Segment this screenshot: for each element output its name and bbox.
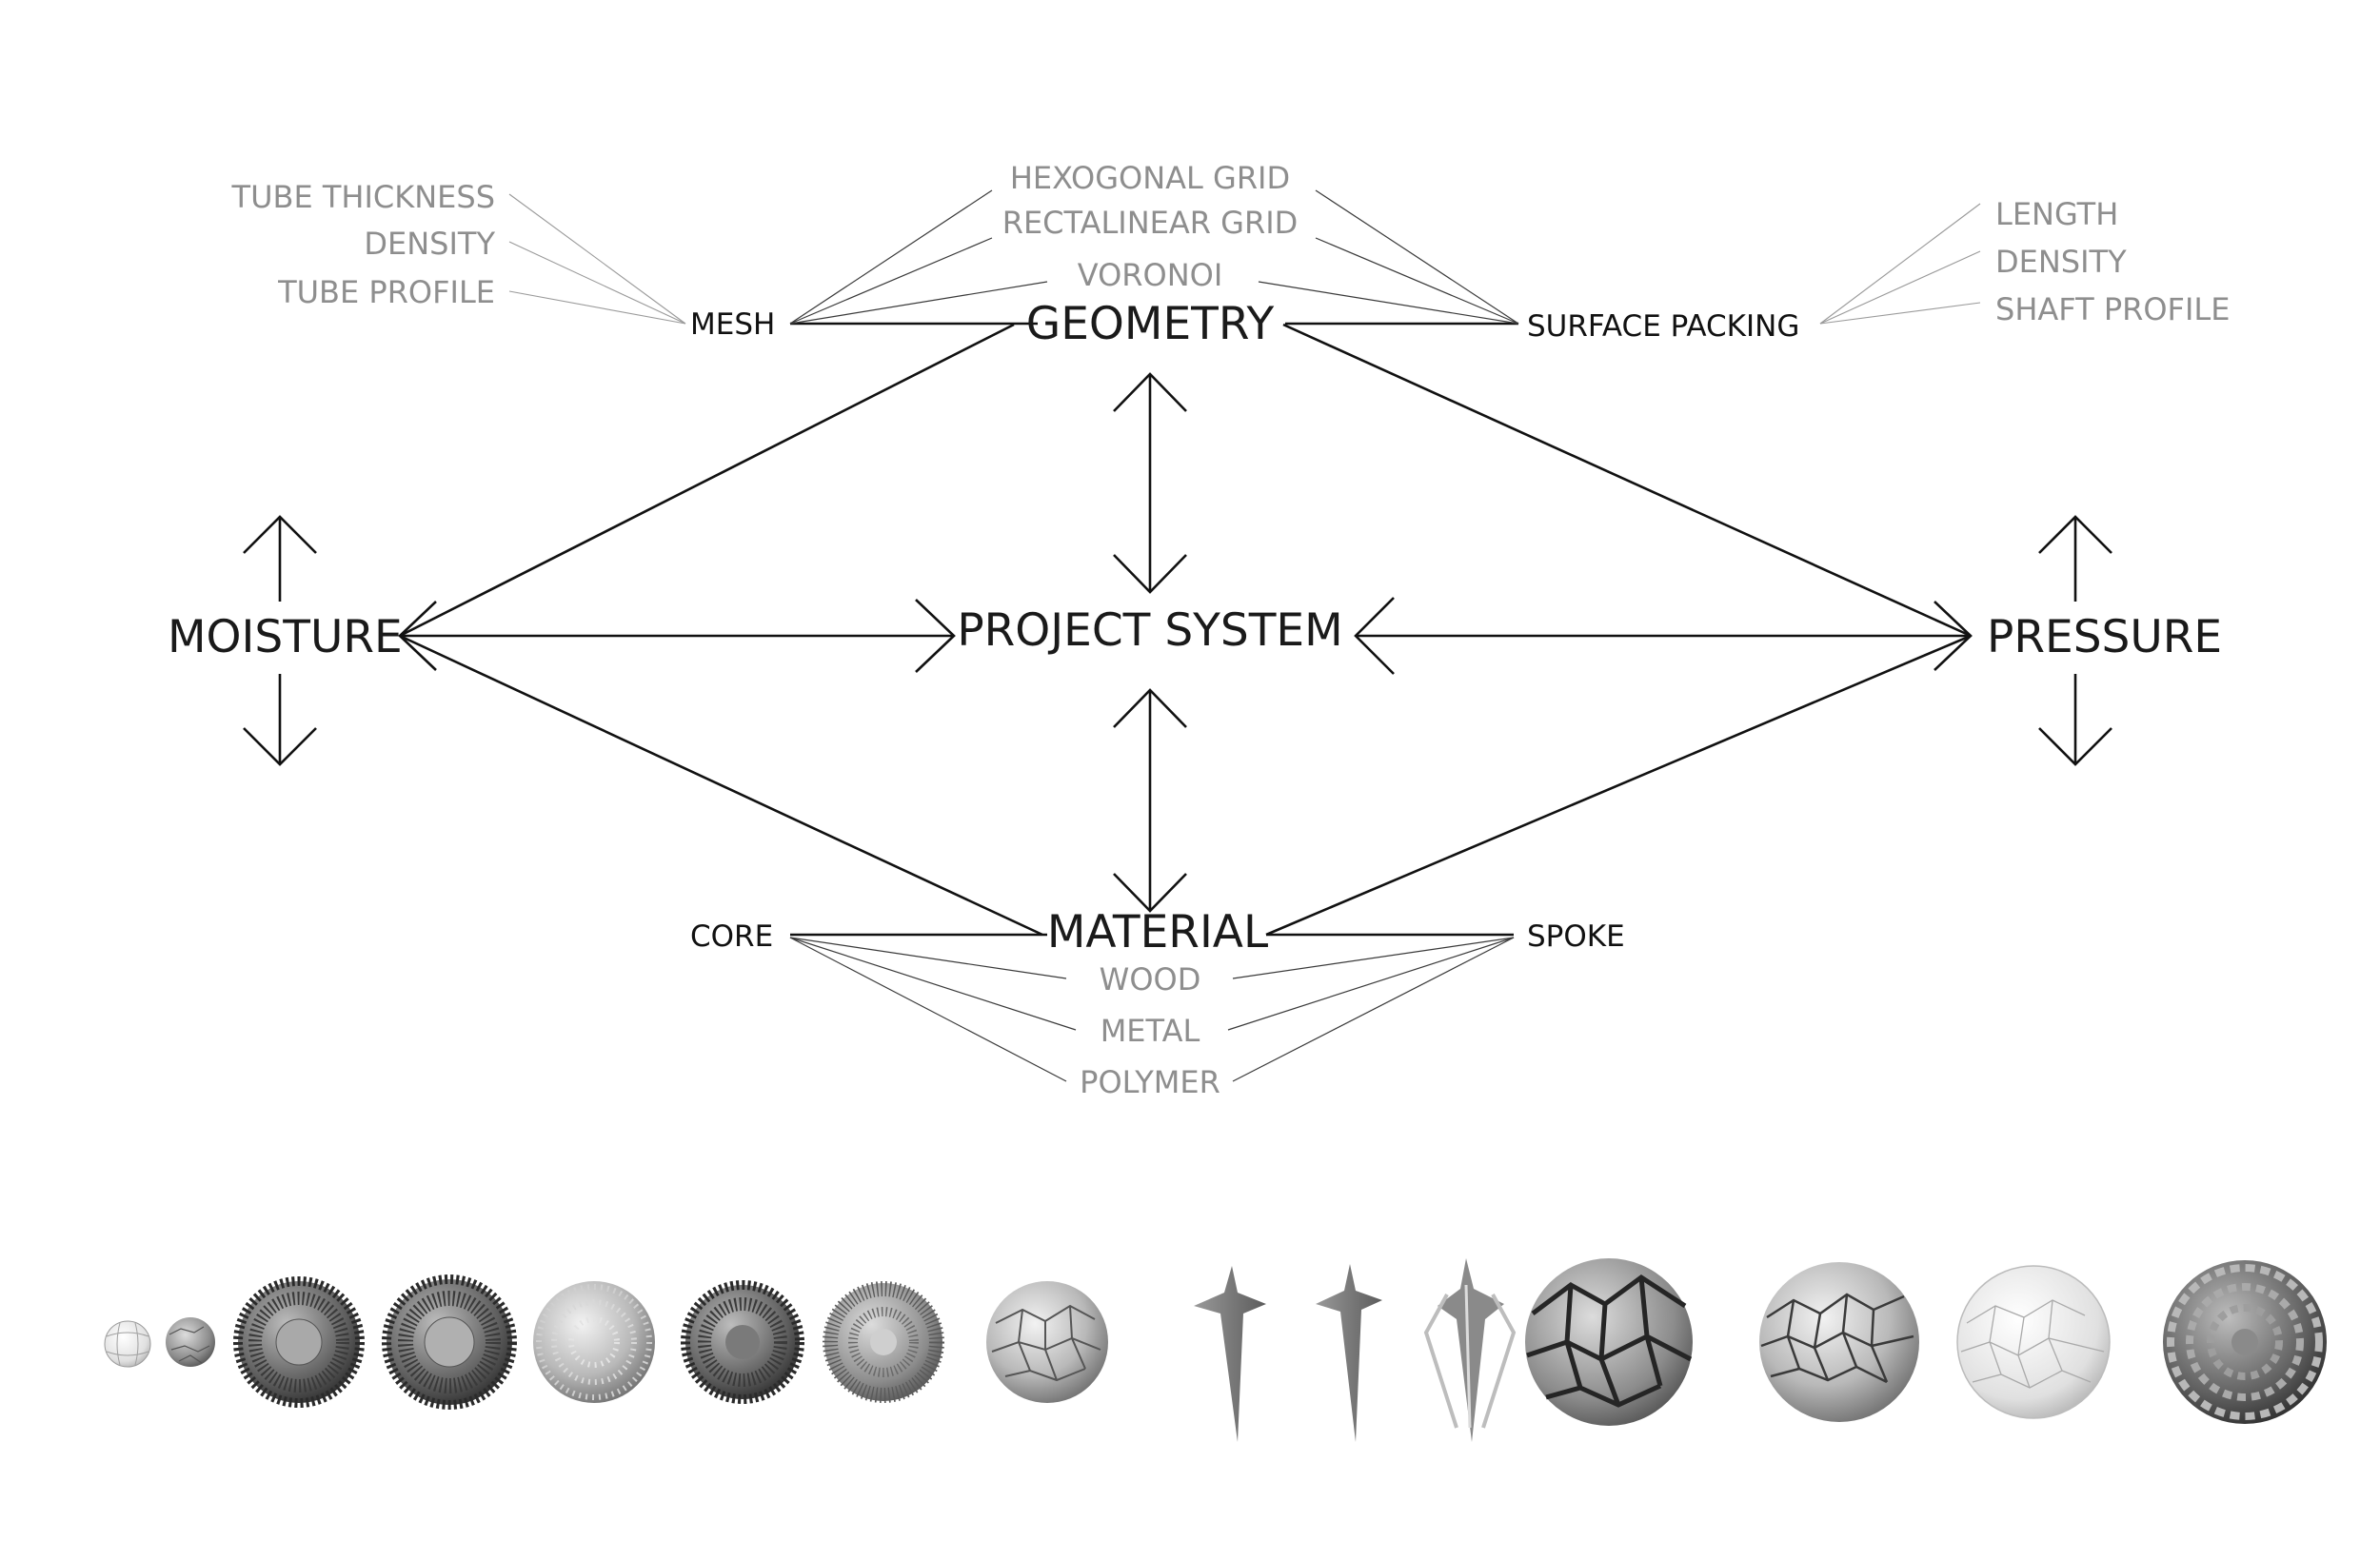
spike-2-icon (1316, 1264, 1382, 1442)
wire-sphere-icon (1956, 1265, 2111, 1419)
mesh-label: MESH (690, 307, 775, 342)
polymer-label: POLYMER (1080, 1064, 1220, 1100)
tube-thickness-label: TUBE THICKNESS (231, 179, 495, 215)
material-up-arrow-bottom (1113, 873, 1187, 913)
studded-sphere-icon (533, 1281, 655, 1403)
spike-3-icon (1423, 1258, 1517, 1442)
pressure-arrowhead (1934, 601, 1973, 671)
geometry-label: GEOMETRY (1026, 298, 1275, 350)
metal-label: METAL (1101, 1013, 1200, 1049)
voronoi-sphere-large-icon (1525, 1258, 1693, 1426)
pressure-down-arrow (2038, 727, 2112, 766)
bristle-sphere-1-icon (233, 1276, 365, 1408)
core-label: CORE (690, 919, 773, 954)
packing-density-label: DENSITY (1995, 244, 2127, 280)
material-moisture-line (399, 634, 1043, 937)
main-connections (243, 322, 2112, 937)
moisture-up-arrow (243, 515, 317, 554)
bristle-sphere-2-icon (382, 1274, 517, 1410)
surface-packing-label: SURFACE PACKING (1527, 309, 1799, 344)
tube-profile-label: TUBE PROFILE (277, 274, 495, 310)
geometry-down-arrow-top (1113, 372, 1187, 412)
branch-lines (508, 189, 1981, 1082)
length-label: LENGTH (1995, 196, 2118, 232)
material-up-arrow-top (1113, 688, 1187, 728)
small-wire-sphere-icon (104, 1320, 151, 1368)
moisture-down-arrow (243, 727, 317, 766)
voronoi-label: VORONOI (1078, 257, 1223, 293)
material-pressure-line (1265, 634, 1972, 937)
material-label: MATERIAL (1047, 906, 1268, 958)
geometry-down-arrow-bottom (1113, 554, 1187, 594)
lattice-sphere-icon (2163, 1260, 2327, 1424)
spike-1-icon (1194, 1266, 1266, 1442)
geometry-pressure-line (1282, 323, 1972, 638)
shaft-profile-label: SHAFT PROFILE (1995, 291, 2230, 327)
mesh-density-label: DENSITY (364, 226, 495, 262)
fan-sphere-icon (823, 1281, 944, 1403)
moisture-label: MOISTURE (168, 611, 403, 663)
rectilinear-grid-label: RECTALINEAR GRID (1002, 205, 1299, 241)
spoke-label: SPOKE (1527, 919, 1625, 954)
specimen-row (104, 1258, 2327, 1442)
system-right-arrowhead (1354, 597, 1395, 675)
pressure-up-arrow (2038, 515, 2112, 554)
hexagonal-grid-label: HEXOGONAL GRID (1010, 160, 1290, 196)
project-system-label: PROJECT SYSTEM (957, 604, 1342, 657)
moisture-arrowhead (398, 601, 437, 671)
geometry-moisture-line (399, 323, 1015, 638)
voronoi-sphere-fine-icon (1759, 1262, 1919, 1422)
wood-label: WOOD (1100, 961, 1201, 998)
voronoi-sphere-small-icon (986, 1281, 1108, 1403)
system-left-arrowhead (915, 599, 956, 673)
bristle-sphere-3-icon (681, 1280, 804, 1404)
small-textured-sphere-icon (166, 1317, 215, 1367)
pressure-label: PRESSURE (1987, 611, 2222, 663)
labels: GEOMETRY PROJECT SYSTEM MATERIAL MOISTUR… (168, 160, 2230, 1100)
